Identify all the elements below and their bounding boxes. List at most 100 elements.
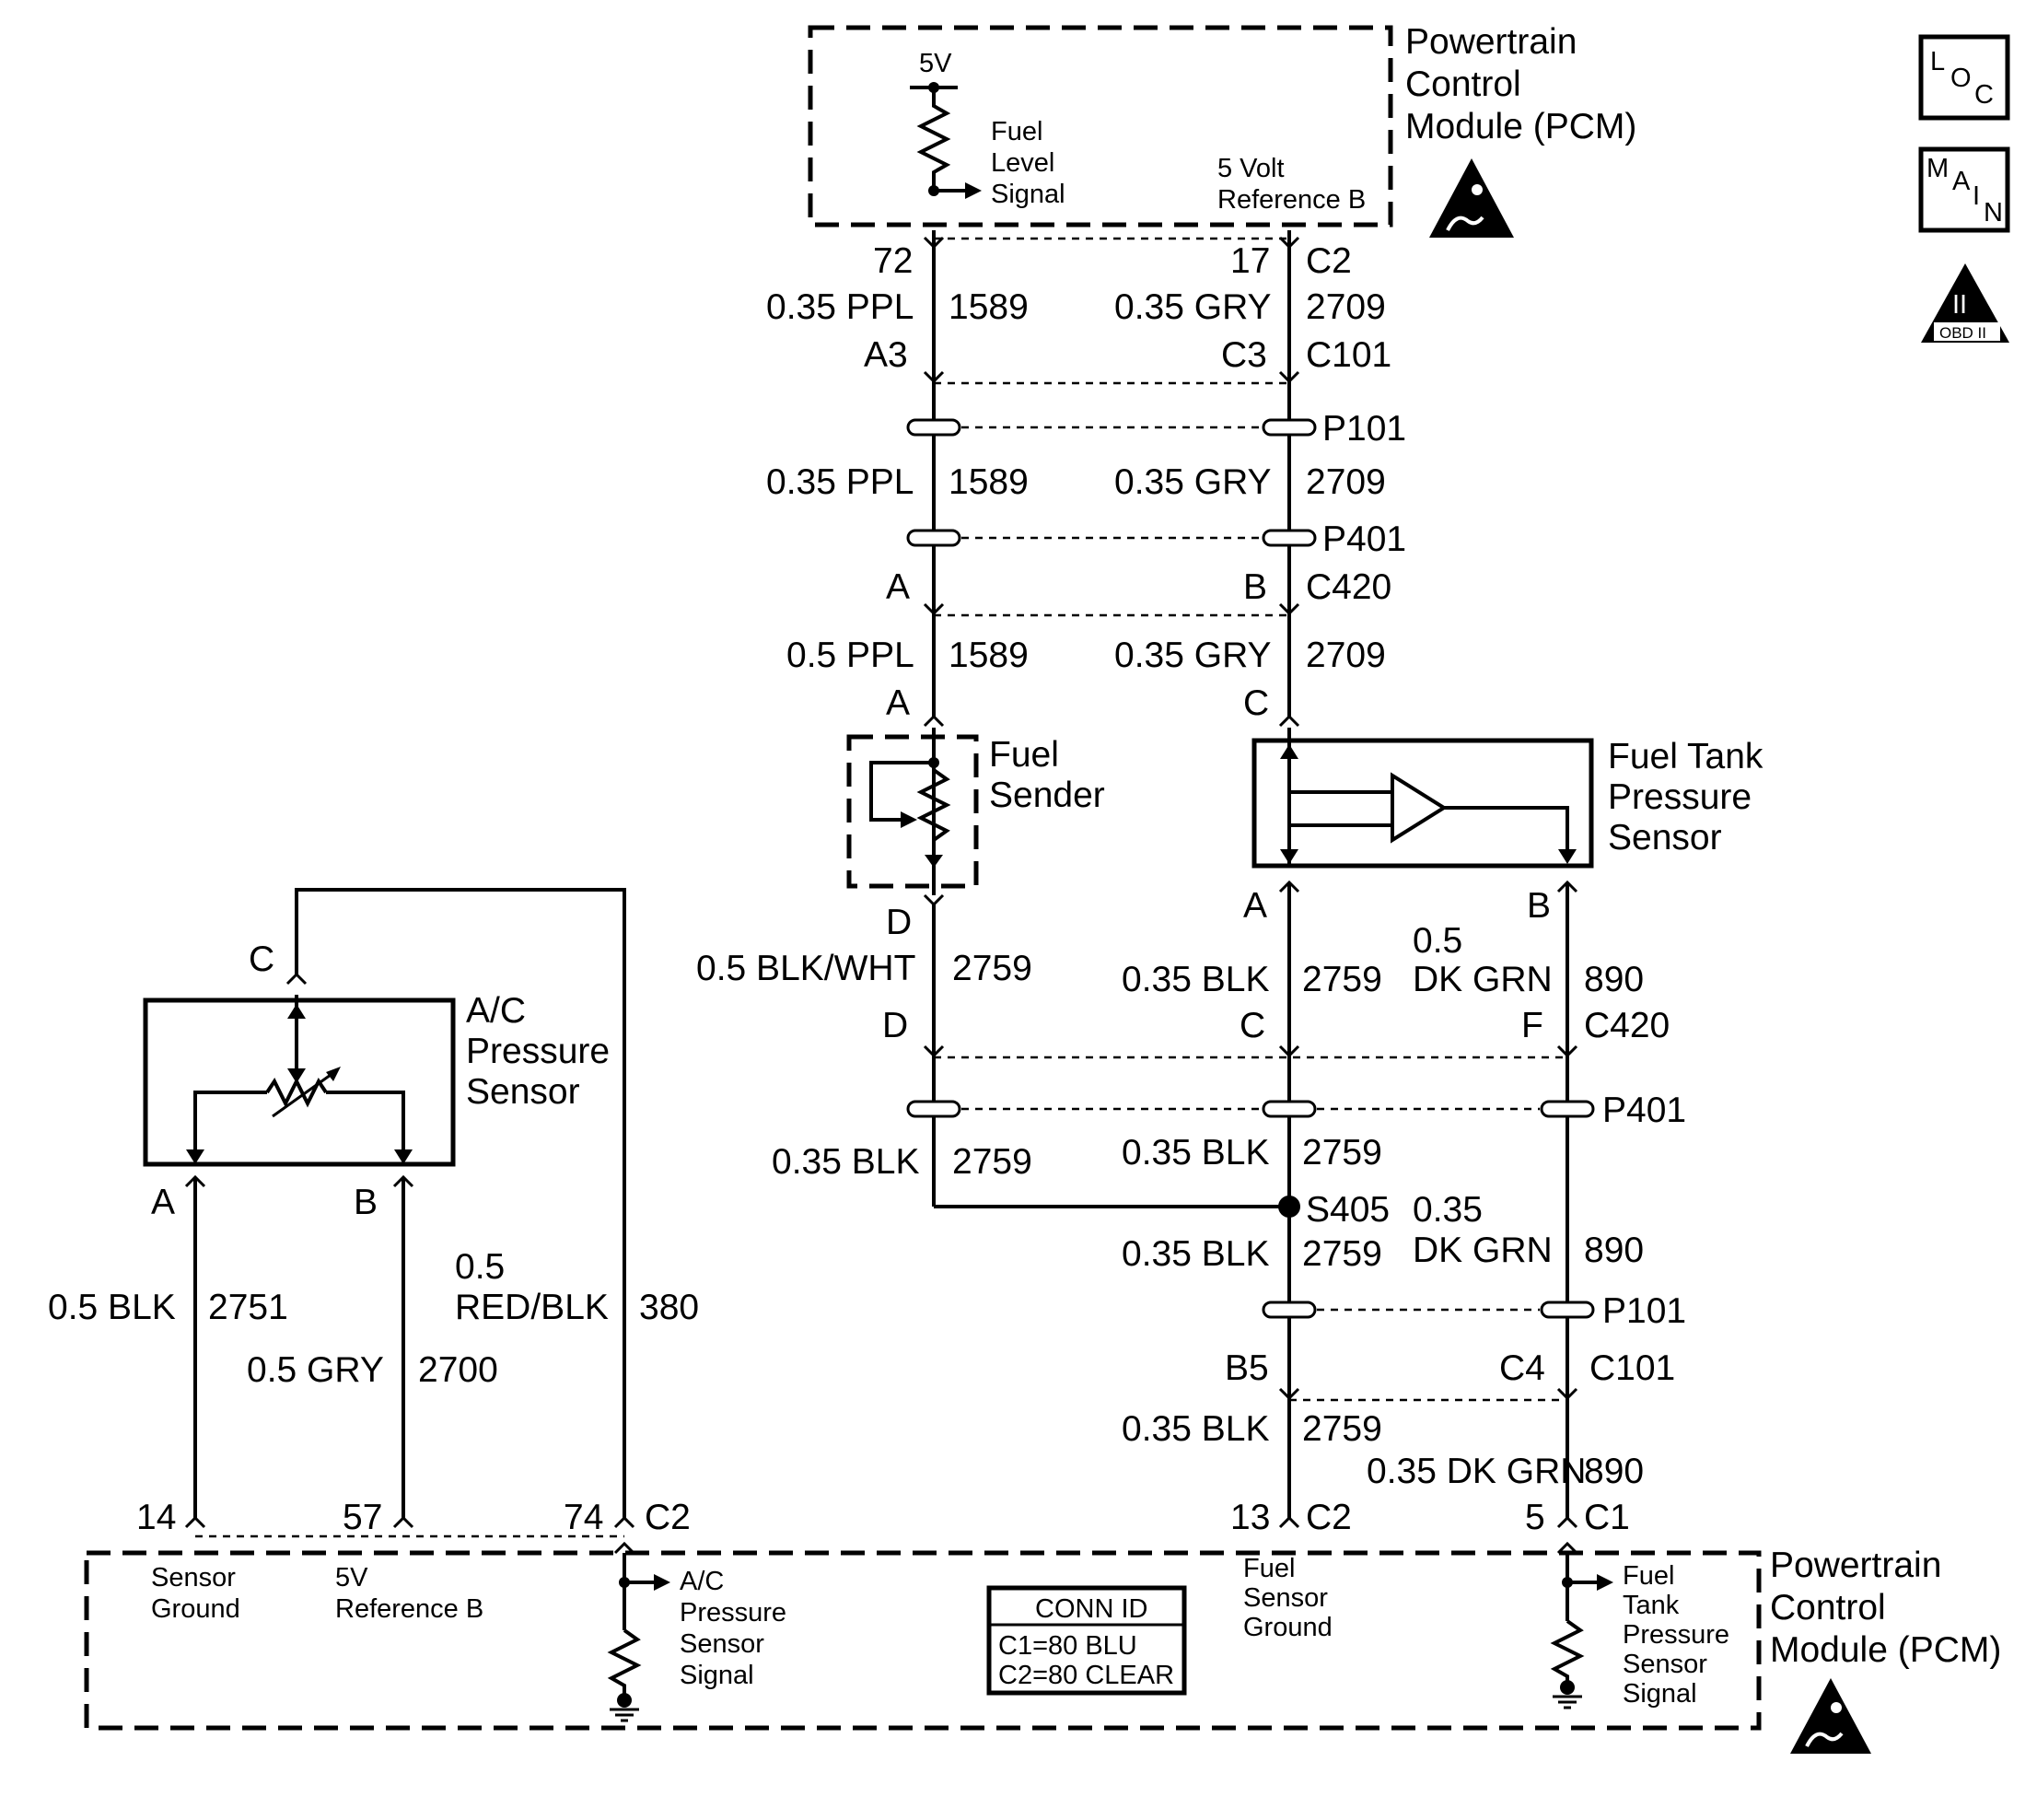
splice-s405-label: S405	[1306, 1190, 1390, 1230]
pcm-top-boundary	[808, 25, 1393, 228]
ftp-sensor-name-2: Pressure	[1608, 777, 1752, 817]
conn-id-table: CONN ID C1=80 BLU C2=80 CLEAR	[986, 1585, 1187, 1696]
ac-cav-a: A	[151, 1183, 175, 1222]
fuel-ground-label-3: Ground	[1243, 1613, 1333, 1642]
conn-c101-top: C101	[1306, 335, 1391, 375]
cav-a3: A3	[864, 335, 908, 375]
ac-signal-input	[607, 1541, 670, 1722]
gauge-2709-c: 0.35 GRY	[1114, 636, 1272, 675]
circuit-1589-b: 1589	[949, 462, 1029, 502]
gauge-ac-b: 0.5 GRY	[247, 1350, 384, 1390]
ftp-sensor-name-3: Sensor	[1608, 818, 1722, 858]
gauge-1589-c: 0.5 PPL	[786, 636, 914, 675]
circuit-sender-gnd: 2759	[952, 949, 1032, 988]
ftp-signal-label-3: Pressure	[1623, 1620, 1729, 1650]
main-letter-m: M	[1926, 154, 1949, 183]
sender-rheostat	[916, 768, 951, 842]
p101-lower-label: P101	[1602, 1291, 1686, 1331]
pcm-bottom-name-3: Module (PCM)	[1770, 1630, 2001, 1670]
upper-harness: 72 0.35 PPL 1589 A3 17 C2 0.35 GRY 2709 …	[766, 230, 1406, 728]
ftp-ground-icon	[1553, 1695, 1582, 1709]
ftp-sensor-name-1: Fuel Tank	[1608, 737, 1763, 776]
p401-top-passthrough	[906, 529, 1317, 547]
conn-c2-gnd: C2	[1306, 1498, 1352, 1537]
circuit-ftp-sig: 890	[1584, 960, 1644, 999]
pin-5: 5	[1525, 1498, 1545, 1537]
cav-c-ftp: C	[1243, 683, 1269, 723]
obd-ii-icon: II OBD II	[1921, 263, 2009, 343]
pin-57: 57	[343, 1498, 382, 1537]
loc-badge: L O C	[1918, 34, 2010, 121]
circuit-after-splice: 2759	[1302, 1234, 1382, 1274]
circuit-ac-c: 380	[639, 1288, 699, 1327]
pin-74: 74	[564, 1498, 603, 1537]
gauge-sender-gnd: 0.5 BLK/WHT	[696, 949, 915, 988]
ftp-signal-input	[1550, 1541, 1613, 1709]
gauge-1589-b: 0.35 PPL	[766, 462, 914, 502]
circuit-2709-c: 2709	[1306, 636, 1386, 675]
gauge-ftp-sig-b-1: 0.35	[1413, 1190, 1483, 1230]
circuit-1589-a: 1589	[949, 287, 1029, 327]
ftp-signal-label-4: Sensor	[1623, 1650, 1707, 1679]
sensor-ground-label-2: Ground	[151, 1594, 240, 1624]
cav-a-c420: A	[886, 567, 910, 607]
ac-sensor-name-1: A/C	[466, 991, 526, 1031]
fuel-level-label-3: Signal	[991, 180, 1065, 209]
circuit-final-gnd: 2759	[1302, 1409, 1382, 1449]
gauge-final-sig: 0.35 DK GRN	[1367, 1452, 1586, 1491]
circuit-ac-a: 2751	[208, 1288, 288, 1327]
pcm-bottom-boundary	[84, 1550, 1762, 1731]
obd-text: OBD II	[1939, 324, 1986, 342]
ref-b-label-1: 5 Volt	[1217, 154, 1285, 183]
conn-c420-lower: C420	[1584, 1006, 1670, 1045]
ref-b-label-2: Reference B	[1217, 185, 1366, 215]
cav-b-c420: B	[1243, 567, 1267, 607]
conn-c2-ac: C2	[645, 1498, 691, 1537]
sender-cav-d: D	[886, 903, 912, 942]
pcm-bottom-name-1: Powertrain	[1770, 1546, 1941, 1585]
cav-a-sender: A	[886, 683, 910, 723]
pcm-top-name-1: Powertrain	[1405, 22, 1577, 62]
gauge-ac-c-1: 0.5	[455, 1247, 505, 1287]
gauge-ftp-sig-b-2: DK GRN	[1413, 1231, 1553, 1270]
conn-c420-top: C420	[1306, 567, 1391, 607]
circuit-after-p401-left: 2759	[952, 1142, 1032, 1182]
obd-symbol: II	[1952, 290, 1967, 320]
pull-up-resistor	[916, 88, 951, 189]
esd-warning-icon	[1429, 158, 1514, 238]
pin-72: 72	[873, 241, 913, 281]
conn-c1: C1	[1584, 1498, 1630, 1537]
gauge-2709-b: 0.35 GRY	[1114, 462, 1272, 502]
p101-top-passthrough	[906, 418, 1317, 437]
ac-variable-resistor	[265, 1077, 328, 1108]
gauge-after-p401-mid: 0.35 BLK	[1122, 1133, 1269, 1172]
gauge-after-splice: 0.35 BLK	[1122, 1234, 1269, 1274]
ac-cav-c: C	[249, 939, 274, 979]
pin-17: 17	[1230, 241, 1270, 281]
p101-top-label: P101	[1322, 409, 1406, 449]
pin-14: 14	[136, 1498, 176, 1537]
pcm-top-module: Powertrain Control Module (PCM) 5V Fuel …	[808, 22, 1636, 238]
ac-signal-label-1: A/C	[680, 1567, 724, 1596]
signal-arrow-icon	[965, 182, 982, 199]
ac-signal-label-4: Signal	[680, 1661, 754, 1690]
cav-c4: C4	[1499, 1348, 1545, 1388]
circuit-ac-b: 2700	[418, 1350, 498, 1390]
conn-c101-lower: C101	[1589, 1348, 1675, 1388]
ac-signal-label-3: Sensor	[680, 1629, 764, 1659]
fuel-level-label-2: Level	[991, 148, 1054, 178]
main-badge: M A I N	[1918, 146, 2010, 233]
loc-letter-c: C	[1974, 80, 1994, 110]
circuit-ftp-sig-b: 890	[1584, 1231, 1644, 1270]
gauge-1589-a: 0.35 PPL	[766, 287, 914, 327]
p101-lower-passthrough	[1262, 1301, 1595, 1319]
fuel-ground-label-1: Fuel	[1243, 1554, 1295, 1583]
ac-sensor-name-3: Sensor	[466, 1072, 580, 1112]
ftp-cav-a: A	[1243, 886, 1267, 926]
loc-letter-l: L	[1930, 47, 1945, 76]
gauge-ac-a: 0.5 BLK	[48, 1288, 176, 1327]
pcm-top-5v-label: 5V	[919, 49, 952, 78]
pcm-bottom-name-2: Control	[1770, 1588, 1886, 1628]
gauge-ftp-gnd: 0.35 BLK	[1122, 960, 1269, 999]
